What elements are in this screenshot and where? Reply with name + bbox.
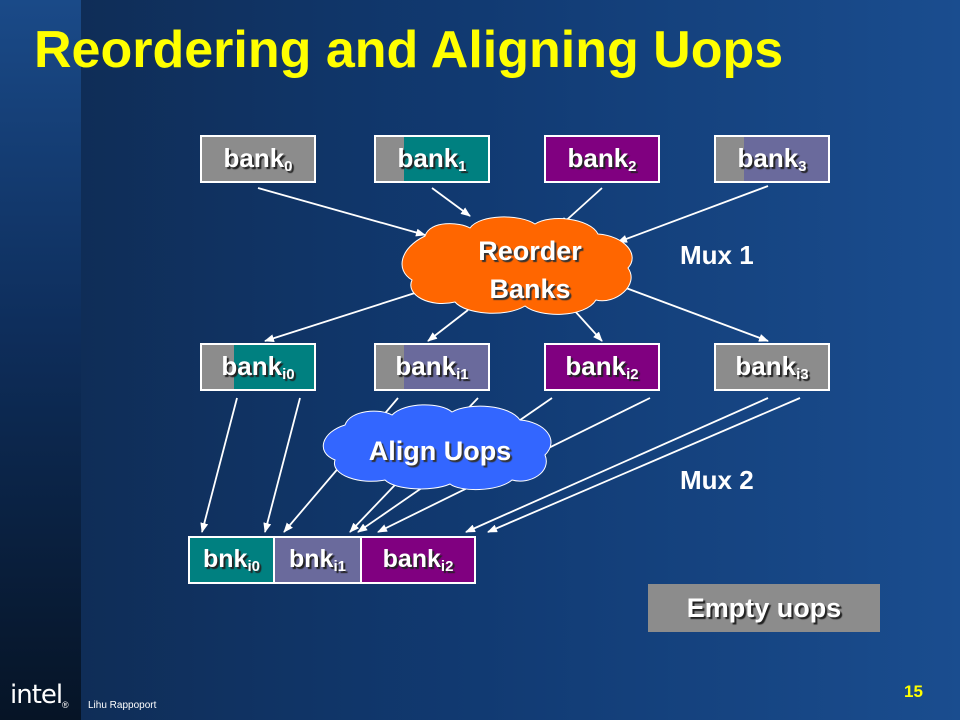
banki1-box: banki1: [374, 343, 490, 391]
banki3-label: banki3: [735, 351, 809, 383]
bank0-label: bank0: [223, 143, 293, 175]
empty-uops-legend: Empty uops: [648, 584, 880, 632]
banki1-label: banki1: [395, 351, 469, 383]
banki2-box: banki2: [544, 343, 660, 391]
slide-title: Reordering and Aligning Uops: [34, 21, 784, 79]
arrow-banki3-banki2: [465, 397, 769, 533]
mux1-label: Mux 1: [680, 240, 754, 270]
align-cloud-label: Align Uops: [368, 436, 512, 466]
registered-mark: ®: [62, 700, 69, 710]
bank1-box: bank1: [374, 135, 490, 183]
page-number: 15: [904, 682, 923, 701]
arrow-banki0-bnki0-b: [263, 397, 301, 533]
bnki1-label: bnki1: [289, 545, 346, 575]
arrow-bank1-reorder: [431, 187, 471, 217]
arrow-banki3-row3-end: [487, 397, 801, 533]
arrow-reorder-banki2: [573, 309, 603, 342]
intel-logo: intel: [10, 680, 63, 710]
bank0-box: bank0: [200, 135, 316, 183]
reorder-cloud-line1: Reorder: [478, 236, 582, 266]
left-sidebar-band: [0, 0, 81, 720]
bank1-label: bank1: [397, 143, 467, 175]
bank2-label: bank2: [567, 143, 637, 175]
bnki0-label: bnki0: [203, 545, 260, 575]
reorder-banks-cloud: [401, 216, 633, 315]
reorder-cloud-label: Reorder Banks: [455, 232, 605, 308]
bnki0-box: bnki0: [188, 536, 275, 584]
banki2-label: banki2: [565, 351, 639, 383]
arrow-banki0-bnki0-a: [200, 397, 238, 533]
row3-banki2-box: banki2: [360, 536, 476, 584]
row3-banki2-label: banki2: [382, 545, 454, 575]
author-name: Lihu Rappoport: [88, 700, 157, 711]
arrow-reorder-banki3: [625, 287, 769, 342]
banki0-label: banki0: [221, 351, 295, 383]
bank2-box: bank2: [544, 135, 660, 183]
mux2-label: Mux 2: [680, 465, 754, 495]
bank3-box: bank3: [714, 135, 830, 183]
reorder-cloud-line2: Banks: [489, 274, 571, 304]
bank3-label: bank3: [737, 143, 807, 175]
arrow-reorder-banki0: [264, 291, 419, 343]
arrow-bank3-reorder: [617, 185, 769, 243]
align-uops-cloud: [322, 404, 552, 491]
banki3-box: banki3: [714, 343, 830, 391]
arrow-reorder-banki1: [427, 309, 469, 342]
banki0-box: banki0: [200, 343, 316, 391]
bnki1-box: bnki1: [273, 536, 362, 584]
arrow-bank0-reorder: [257, 187, 426, 237]
